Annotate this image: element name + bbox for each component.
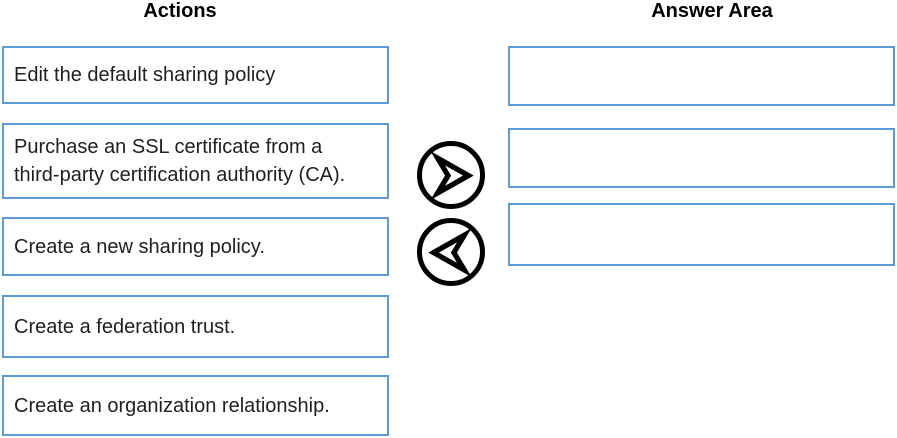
action-item-label: Edit the default sharing policy <box>14 64 276 86</box>
action-item-edit-default-sharing-policy[interactable]: Edit the default sharing policy <box>2 46 389 104</box>
move-right-button[interactable] <box>417 141 485 209</box>
move-left-button[interactable] <box>417 218 485 286</box>
action-item-create-new-sharing-policy[interactable]: Create a new sharing policy. <box>2 217 389 276</box>
action-item-create-organization-relationship[interactable]: Create an organization relationship. <box>2 375 389 436</box>
action-item-label: Create a new sharing policy. <box>14 235 265 258</box>
left-arrow-icon <box>428 228 472 278</box>
action-item-label: Create an organization relationship. <box>14 394 330 417</box>
right-arrow-icon <box>430 151 474 201</box>
answer-slot-1[interactable] <box>508 46 895 106</box>
answer-area-column-header: Answer Area <box>651 0 773 22</box>
action-item-label: Purchase an SSL certificate from a third… <box>14 136 346 186</box>
answer-slot-3[interactable] <box>508 203 895 266</box>
answer-slot-2[interactable] <box>508 128 895 188</box>
action-item-label: Create a federation trust. <box>14 315 236 338</box>
actions-column-header: Actions <box>143 0 217 22</box>
action-item-purchase-ssl-certificate[interactable]: Purchase an SSL certificate from a third… <box>2 123 389 199</box>
action-item-create-federation-trust[interactable]: Create a federation trust. <box>2 295 389 358</box>
